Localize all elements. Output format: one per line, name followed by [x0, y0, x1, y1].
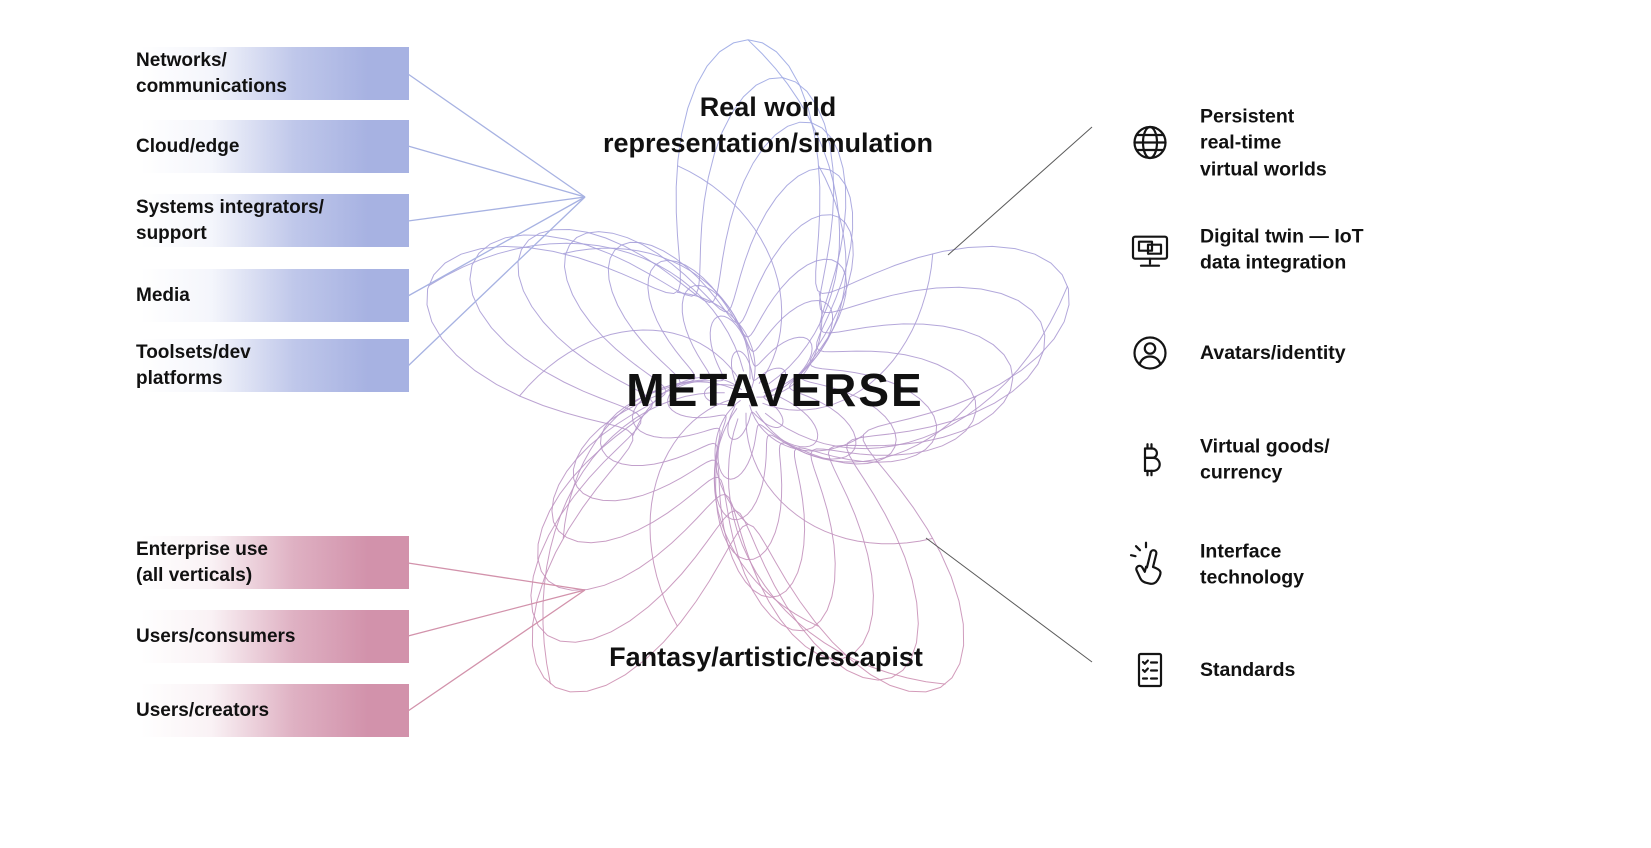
- supply-bar-networks-communications: Networks/ communications: [135, 47, 409, 100]
- feature-connector-lines: [925, 126, 1093, 663]
- demand-connector-lines: [407, 562, 586, 712]
- metaverse-title: METAVERSE: [626, 364, 924, 416]
- feature-interface-technology: Interface technology: [1126, 539, 1304, 592]
- bar-label: Cloud/edge: [136, 135, 240, 157]
- feature-avatars-identity: Avatars/identity: [1126, 329, 1346, 377]
- feature-virtual-goods-currency: Virtual goods/ currency: [1126, 434, 1330, 487]
- bar-label: Systems integrators/ support: [136, 197, 324, 244]
- bitcoin-icon: [1126, 436, 1174, 484]
- supply-bar-toolsets-dev-platforms: Toolsets/dev platforms: [135, 339, 409, 392]
- supply-bar-systems-integrators: Systems integrators/ support: [135, 194, 409, 247]
- feature-label: Virtual goods/ currency: [1200, 435, 1330, 484]
- digital-twin-icon: [1126, 226, 1174, 274]
- feature-label: Interface technology: [1200, 540, 1305, 589]
- supply-bar-media: Media: [135, 269, 409, 322]
- demand-bar-users-consumers: Users/consumers: [135, 610, 409, 663]
- globe-icon: [1126, 119, 1174, 167]
- bar-label: Toolsets/dev platforms: [136, 342, 251, 389]
- supply-connector-lines: [407, 73, 586, 367]
- standards-checklist-icon: [1126, 646, 1174, 694]
- demand-bar-enterprise-use: Enterprise use (all verticals): [135, 536, 409, 589]
- avatar-icon: [1126, 329, 1174, 377]
- supply-bar-cloud-edge: Cloud/edge: [135, 120, 409, 173]
- fantasy-label: Fantasy/artistic/escapist: [609, 642, 923, 672]
- bar-label: Networks/ communications: [136, 50, 287, 97]
- bar-label: Users/creators: [136, 699, 270, 721]
- feature-digital-twin: Digital twin — IoT data integration: [1126, 224, 1364, 277]
- feature-label: Digital twin — IoT data integration: [1200, 225, 1364, 274]
- demand-bar-users-creators: Users/creators: [135, 684, 409, 737]
- feature-standards: Standards: [1126, 646, 1295, 694]
- feature-persistent-virtual-worlds: Persistent real-time virtual worlds: [1126, 104, 1327, 183]
- bar-label: Users/consumers: [136, 625, 296, 647]
- bar-label: Media: [136, 284, 190, 306]
- tap-gesture-icon: [1126, 541, 1174, 589]
- feature-label: Standards: [1200, 658, 1296, 681]
- real-world-label: Real world representation/simulation: [602, 92, 934, 158]
- feature-label: Avatars/identity: [1200, 341, 1346, 364]
- feature-label: Persistent real-time virtual worlds: [1200, 105, 1327, 181]
- bar-label: Enterprise use (all verticals): [136, 539, 268, 586]
